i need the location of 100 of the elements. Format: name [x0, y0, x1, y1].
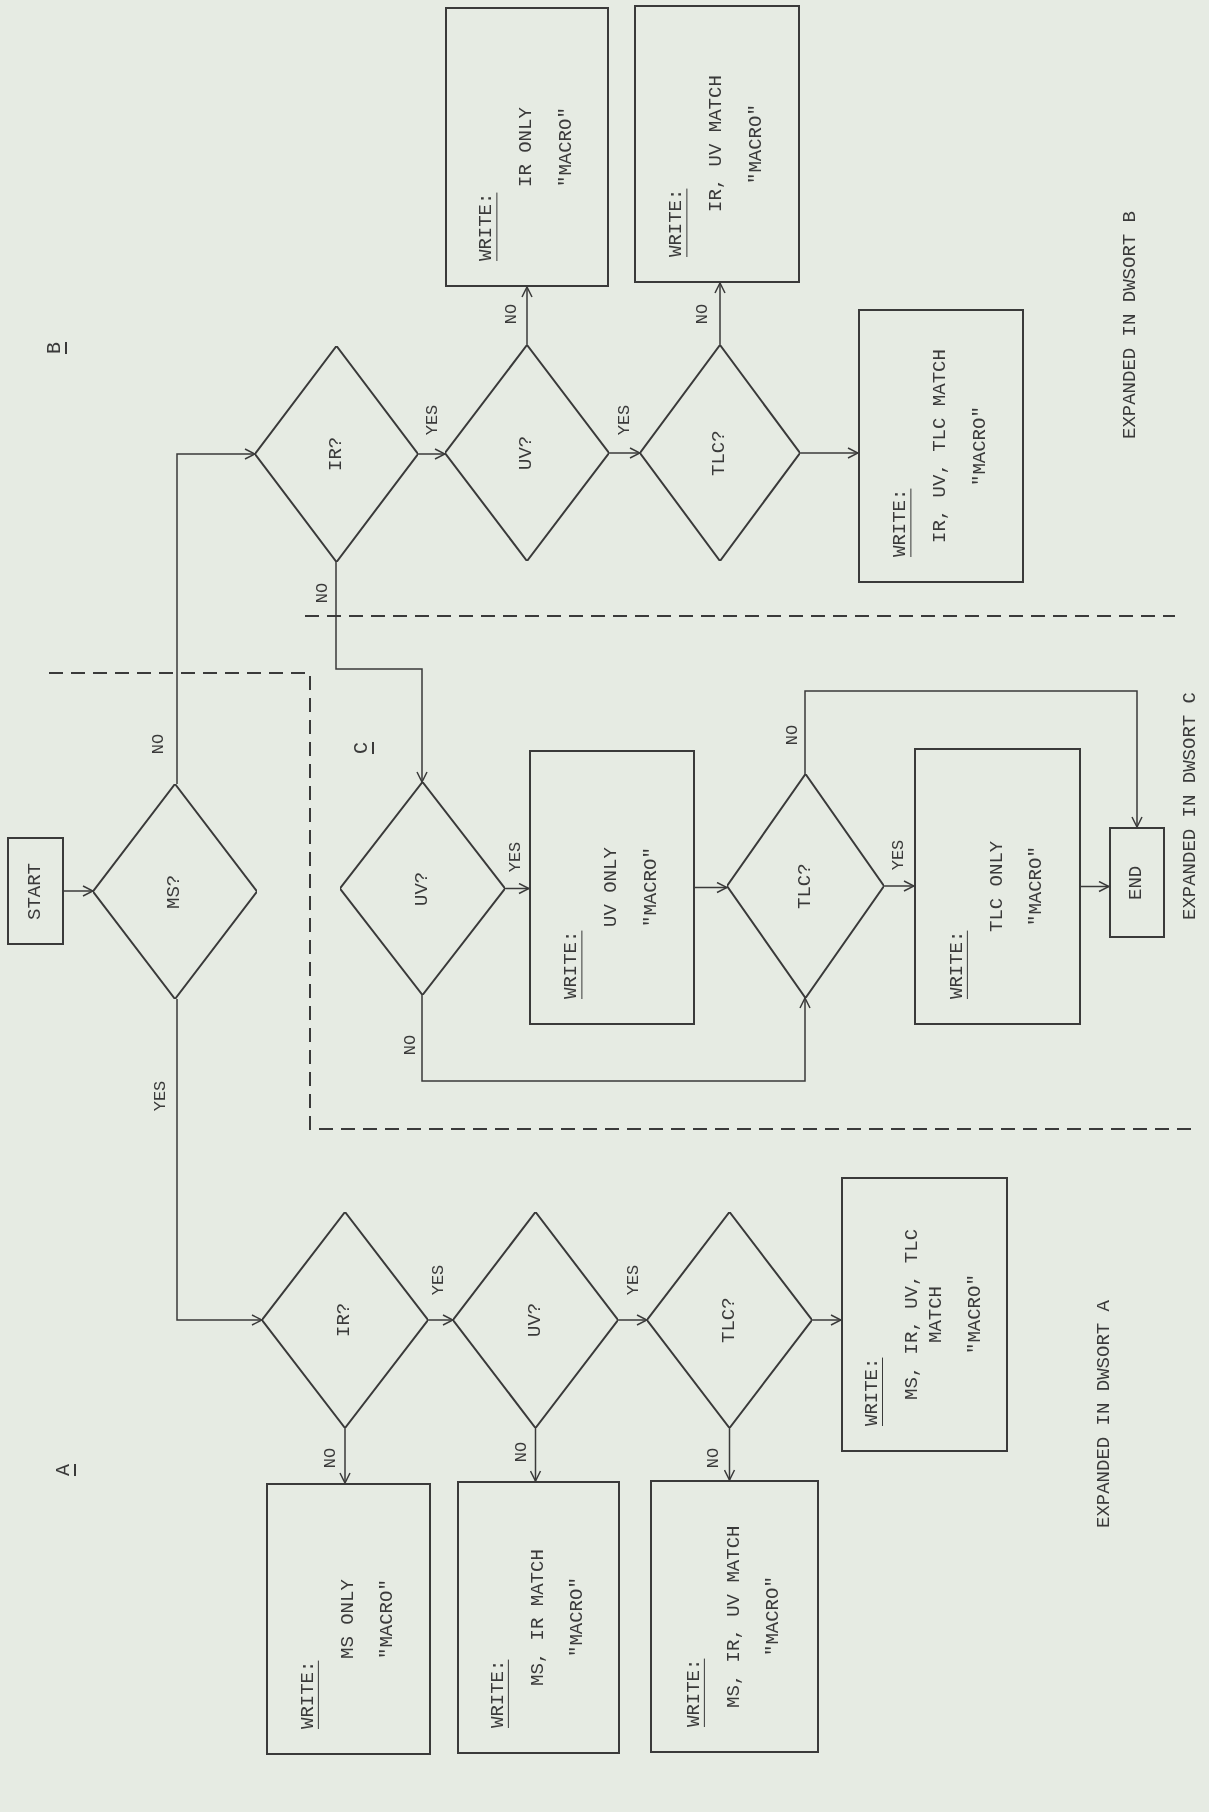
arrow [799, 447, 859, 459]
arrow [176, 998, 263, 1326]
edge-label: NO [783, 724, 801, 746]
box-text: MS, IR, UV MATCH [722, 1525, 746, 1708]
process-box [650, 1480, 819, 1753]
process-box [841, 1177, 1008, 1452]
box-heading: WRITE: [486, 1659, 510, 1728]
section-letter: B [45, 342, 65, 354]
edge-label: YES [423, 404, 441, 436]
box-heading: WRITE: [889, 488, 913, 557]
decision-diamond [93, 784, 257, 999]
box-text: "MACRO" [968, 406, 992, 486]
arrow [176, 448, 256, 785]
box-text: "MACRO" [554, 107, 578, 187]
edge-label: YES [615, 404, 633, 436]
decision-text: IR? [324, 436, 348, 472]
arrow [339, 1427, 351, 1484]
decision-diamond [727, 774, 884, 998]
edge-label: NO [704, 1447, 722, 1469]
edge-label: NO [321, 1447, 339, 1469]
box-text: UV ONLY [600, 847, 624, 928]
arrow [714, 282, 726, 346]
arrow [529, 1427, 542, 1482]
edge-label: YES [624, 1264, 642, 1296]
box-text: "MACRO" [1025, 846, 1049, 927]
box-text: "MACRO" [744, 104, 768, 184]
process-box [914, 748, 1081, 1025]
arrow [883, 880, 915, 892]
box-heading: WRITE: [560, 930, 584, 999]
box-text: MS, IR MATCH [526, 1549, 550, 1686]
box-text: MS, IR, UV, TLC MATCH [900, 1228, 948, 1402]
box-heading: WRITE: [682, 1658, 706, 1727]
decision-text: IR? [333, 1302, 357, 1338]
terminal-box [1109, 827, 1165, 938]
edge-label: NO [512, 1441, 530, 1463]
terminal-box [7, 837, 64, 945]
box-heading: WRITE: [665, 188, 689, 257]
section-note: EXPANDED IN DWSORT B [1120, 211, 1140, 439]
arrow [608, 447, 641, 459]
decision-text: UV? [515, 435, 539, 471]
arrow [723, 1427, 736, 1481]
arrow [617, 1314, 648, 1326]
decision-text: TLC? [708, 430, 732, 476]
box-text: "MACRO" [639, 847, 663, 928]
box-text: IR ONLY [515, 107, 539, 187]
process-box [858, 309, 1024, 583]
box-text: IR, UV, TLC MATCH [929, 349, 953, 543]
edge-label: NO [313, 582, 331, 604]
box-heading: WRITE: [296, 1660, 320, 1729]
decision-text: TLC? [717, 1297, 741, 1343]
arrow [421, 994, 811, 1082]
edge-label: NO [149, 733, 167, 755]
box-text: "MACRO" [964, 1274, 988, 1355]
process-box [445, 7, 609, 287]
decision-diamond [647, 1212, 812, 1428]
edge-label: YES [889, 839, 907, 871]
arrow [427, 1314, 454, 1326]
box-text: MS ONLY [336, 1579, 360, 1659]
decision-diamond [640, 345, 800, 561]
box-heading: WRITE: [945, 930, 969, 999]
box-text: TLC ONLY [985, 840, 1009, 933]
arrow [417, 448, 446, 460]
box-text: "MACRO" [762, 1576, 786, 1657]
box-text: "MACRO" [376, 1579, 400, 1659]
section-note: EXPANDED IN DWSORT A [1094, 1300, 1114, 1528]
edge-label: YES [506, 841, 524, 873]
process-box [457, 1481, 620, 1754]
arrow [1080, 880, 1110, 893]
edge-label: YES [151, 1080, 169, 1112]
decision-text: TLC? [793, 863, 817, 909]
decision-diamond [255, 346, 418, 562]
process-box [634, 5, 800, 283]
edge-label: NO [502, 303, 520, 325]
arrow [521, 286, 533, 346]
decision-diamond [453, 1212, 618, 1428]
edge-label: NO [693, 303, 711, 325]
box-text: IR, UV MATCH [705, 75, 729, 213]
arrow [694, 881, 728, 894]
decision-text: UV? [410, 871, 434, 906]
box-text: START [23, 862, 47, 920]
decision-diamond [262, 1212, 428, 1428]
decision-diamond [340, 782, 505, 995]
arrow [63, 885, 94, 897]
box-heading: WRITE: [861, 1357, 884, 1426]
arrow [504, 882, 530, 895]
box-heading: WRITE: [475, 192, 499, 261]
edge-label: YES [429, 1264, 447, 1296]
arrow [335, 561, 428, 783]
arrow [811, 1314, 842, 1326]
section-note: EXPANDED IN DWSORT C [1180, 692, 1200, 920]
process-box [266, 1483, 431, 1755]
box-text: END [1125, 865, 1149, 900]
section-letter: C [352, 742, 372, 754]
decision-text: UV? [523, 1302, 547, 1338]
box-text: "MACRO" [566, 1577, 590, 1658]
decision-diamond [445, 345, 609, 561]
decision-text: MS? [163, 874, 187, 909]
arrow [804, 690, 1143, 828]
edge-label: NO [401, 1034, 419, 1056]
section-letter: A [54, 1464, 74, 1476]
